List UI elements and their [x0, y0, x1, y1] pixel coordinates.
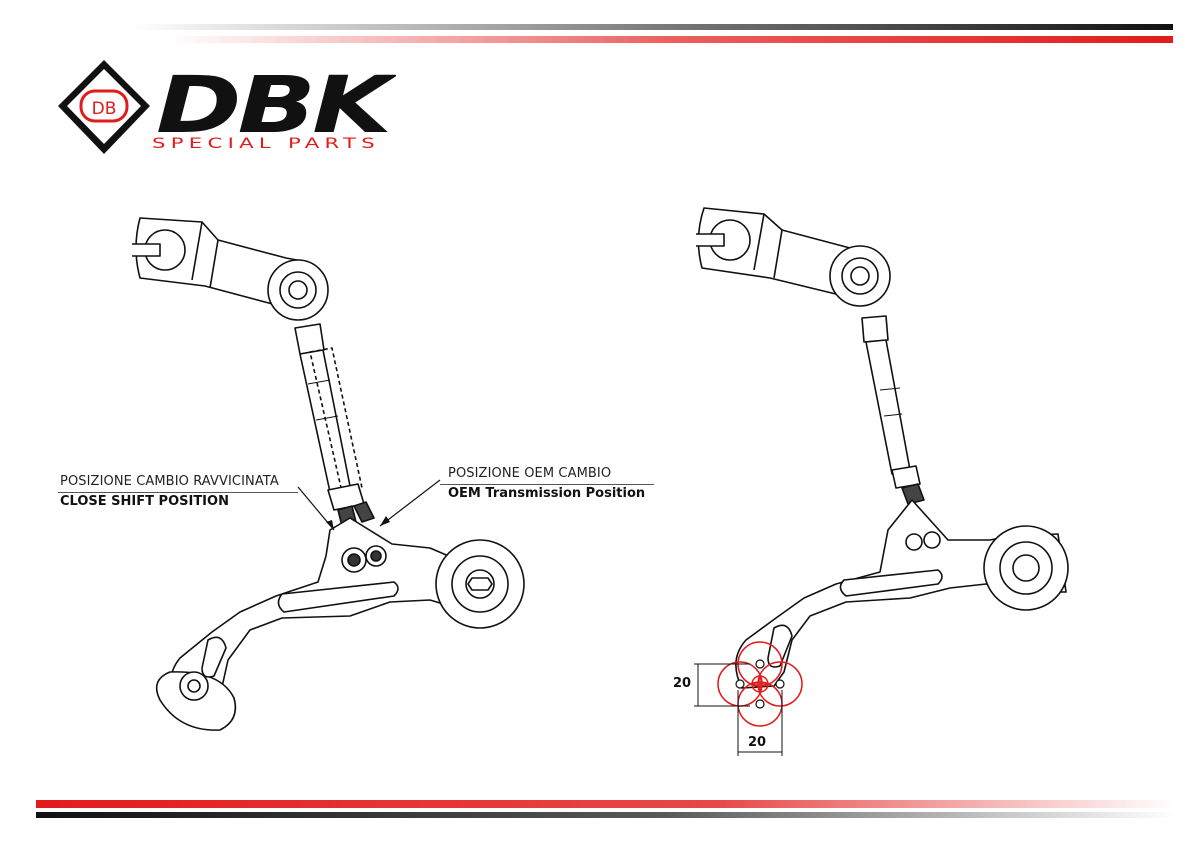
thread-oem: [353, 501, 375, 523]
logo-graphic: DB DBK SPECIAL PARTS: [58, 60, 402, 154]
lower-hex-nut: [891, 465, 921, 489]
close-label-underline: [58, 492, 298, 493]
brand-name: DBK: [156, 61, 396, 151]
peg-hole-left: [735, 679, 745, 689]
brand-logo: DB DBK SPECIAL PARTS: [56, 58, 402, 158]
clamp-slot: [696, 233, 725, 247]
bottom-stripes: [36, 800, 1176, 818]
oem-position-label-en: OEM Transmission Position: [448, 486, 646, 501]
top-rod-end-bolt: [850, 266, 870, 286]
adjuster-rod-ghost: [309, 347, 363, 493]
dimension-horizontal-label: 20: [748, 735, 767, 750]
toe-slot: [201, 636, 227, 678]
close-shift-label-en: CLOSE SHIFT POSITION: [60, 494, 229, 509]
oem-pivot-inner: [370, 550, 382, 562]
top-red-stripe: [170, 36, 1173, 43]
dimension-vertical-label: 20: [673, 676, 692, 691]
peg-hole-right: [775, 679, 785, 689]
oem-leader-line: [379, 479, 441, 527]
toe-peg: [155, 671, 237, 731]
adjuster-rod: [299, 349, 351, 493]
logo-diamond-inner: [67, 69, 141, 144]
upper-hex-nut: [861, 315, 889, 343]
oem-position-label-it: POSIZIONE OEM CAMBIO: [448, 466, 612, 481]
peg-hole-bottom: [755, 699, 765, 709]
oem-label-underline: [440, 484, 654, 485]
close-leader-arrow: [326, 520, 334, 530]
bottom-red-stripe: [36, 800, 1176, 808]
pivot-hole-a: [905, 533, 923, 551]
close-shift-label-it: POSIZIONE CAMBIO RAVVICINATA: [60, 474, 279, 489]
peg-hole-top: [755, 659, 765, 669]
oem-leader-arrow: [380, 516, 390, 526]
lever-slot: [839, 569, 943, 597]
main-bearing-nut: [467, 577, 493, 591]
pivot-hole-b: [923, 531, 941, 549]
bottom-dark-stripe: [36, 812, 1176, 818]
adjuster-rod: [865, 339, 911, 475]
left-shift-lever-drawing: [132, 217, 525, 731]
close-pivot-inner: [347, 553, 361, 567]
top-stripes: [130, 24, 1173, 43]
logo-badge: [79, 89, 129, 123]
clamp-slot: [132, 243, 161, 257]
lever-slot: [277, 581, 399, 613]
logo-mark-text: DB: [92, 99, 117, 119]
toe-peg-bolt: [187, 679, 201, 693]
brand-tagline: SPECIAL PARTS: [152, 136, 380, 152]
right-shift-lever-drawing: [694, 207, 1069, 756]
toe-slot: [767, 624, 793, 668]
thread: [901, 483, 925, 505]
main-bearing-inner: [1012, 554, 1040, 582]
top-rod-end-bolt: [288, 280, 308, 300]
top-dark-stripe: [130, 24, 1173, 30]
